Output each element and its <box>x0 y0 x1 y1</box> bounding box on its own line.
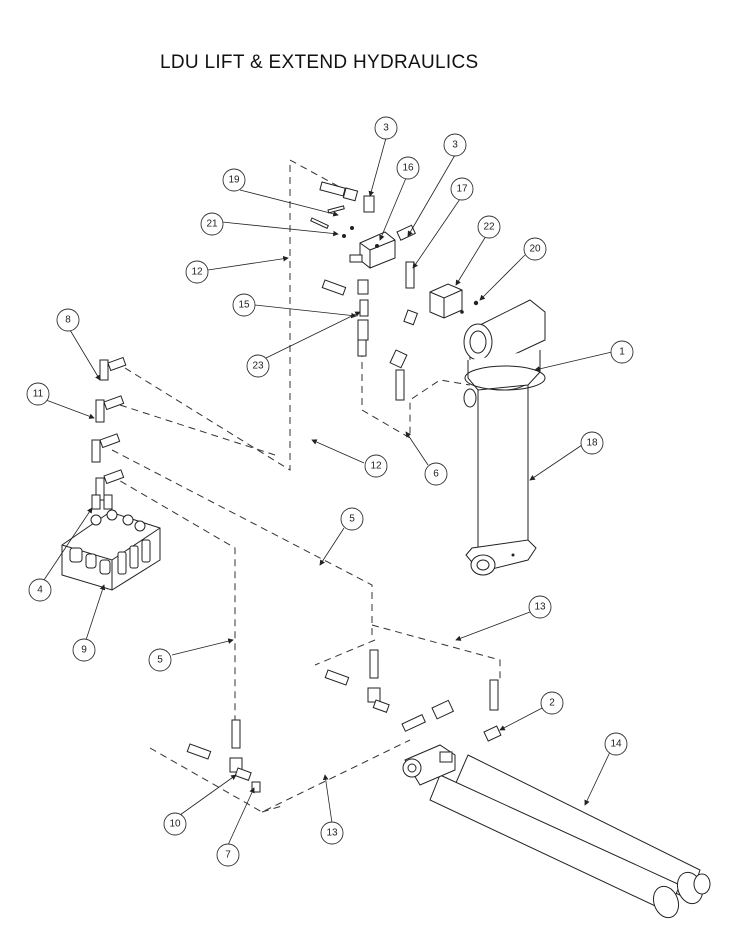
callout-14: 14 <box>604 732 628 756</box>
callout-7: 7 <box>216 843 240 867</box>
diagram-title: LDU LIFT & EXTEND HYDRAULICS <box>160 52 479 73</box>
extend-cylinders-part-14 <box>402 744 711 919</box>
svg-text:23: 23 <box>252 361 264 372</box>
callout-16: 16 <box>396 156 420 180</box>
lift-cylinder-part-18 <box>463 299 546 576</box>
svg-text:4: 4 <box>37 585 43 596</box>
callout-6: 6 <box>424 462 448 486</box>
svg-text:14: 14 <box>610 739 622 750</box>
callout-5a: 5 <box>340 507 364 531</box>
callout-3b: 3 <box>443 133 467 157</box>
control-valve-part-9 <box>61 509 161 591</box>
svg-text:2: 2 <box>549 698 555 709</box>
callout-5b: 5 <box>148 648 172 672</box>
svg-text:22: 22 <box>483 222 495 233</box>
svg-text:13: 13 <box>326 828 338 839</box>
svg-text:8: 8 <box>65 315 71 326</box>
counterbalance-block-part-16 <box>310 181 419 357</box>
callout-22: 22 <box>477 215 501 239</box>
svg-text:11: 11 <box>33 389 44 400</box>
callout-23: 23 <box>246 354 270 378</box>
svg-text:17: 17 <box>456 184 468 195</box>
callout-13b: 13 <box>320 821 344 845</box>
callout-12b: 12 <box>364 454 388 478</box>
callout-10: 10 <box>163 812 187 836</box>
svg-text:21: 21 <box>206 219 218 230</box>
svg-text:12: 12 <box>191 267 203 278</box>
leader-lines <box>43 137 613 846</box>
callout-12a: 12 <box>185 260 209 284</box>
svg-text:5: 5 <box>157 655 163 666</box>
callout-13a: 13 <box>528 595 552 619</box>
svg-text:12: 12 <box>370 461 382 472</box>
callout-8: 8 <box>56 308 80 332</box>
svg-text:7: 7 <box>225 850 231 861</box>
svg-text:16: 16 <box>402 163 414 174</box>
callout-18: 18 <box>580 431 604 455</box>
callout-20: 20 <box>523 237 547 261</box>
callout-17: 17 <box>450 177 474 201</box>
svg-text:13: 13 <box>534 602 546 613</box>
cylinder-fittings <box>389 283 479 401</box>
valve-fittings-stack <box>91 356 127 510</box>
callout-9: 9 <box>72 638 96 662</box>
svg-text:18: 18 <box>586 438 598 449</box>
svg-text:1: 1 <box>619 347 625 358</box>
hose-routes <box>109 159 501 813</box>
svg-text:6: 6 <box>433 469 439 480</box>
callout-4: 4 <box>28 578 52 602</box>
callout-3a: 3 <box>374 116 398 140</box>
svg-text:19: 19 <box>228 175 240 186</box>
callout-1: 1 <box>610 340 634 364</box>
callout-11: 11 <box>26 382 50 406</box>
callout-15: 15 <box>232 293 256 317</box>
callout-19: 19 <box>222 168 246 192</box>
svg-text:9: 9 <box>81 645 87 656</box>
lower-fittings <box>186 649 502 793</box>
svg-text:3: 3 <box>383 123 389 134</box>
svg-text:3: 3 <box>452 140 458 151</box>
svg-text:15: 15 <box>238 300 250 311</box>
callout-2: 2 <box>540 691 564 715</box>
svg-text:5: 5 <box>349 514 355 525</box>
callout-21: 21 <box>200 212 224 236</box>
svg-text:10: 10 <box>169 819 181 830</box>
svg-text:20: 20 <box>529 244 541 255</box>
